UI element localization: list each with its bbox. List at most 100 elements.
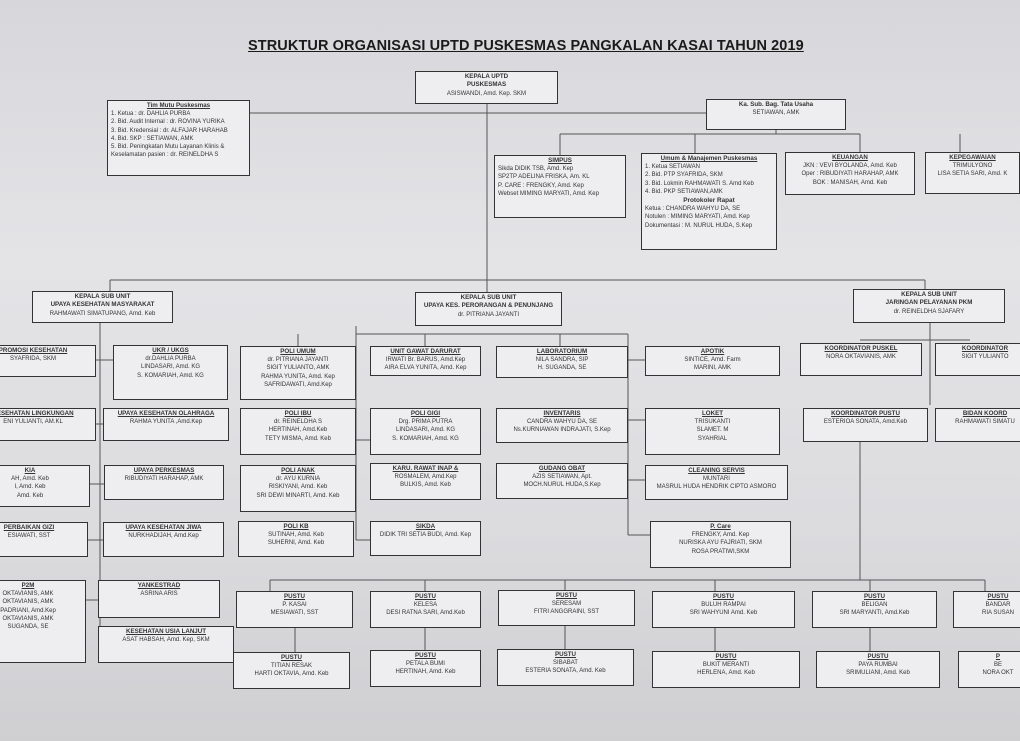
box-header: UKR / UKGS — [152, 347, 189, 354]
box-header: INVENTARIS — [543, 410, 581, 417]
box-text: BULUH RAMPAI — [701, 602, 746, 609]
box-text: SLAMET. M — [696, 427, 729, 434]
umum-row: 1. Ketua SETIAWAN — [645, 164, 700, 171]
box-header: POLI IBU — [284, 410, 312, 417]
box-text: BULKIS, Amd. Keb — [400, 482, 451, 489]
sub-unit-name: RAHMAWATI SIMATUPANG, Amd. Keb — [49, 310, 156, 317]
box-text: OKTAVIANIS, AMK — [2, 591, 54, 598]
box-text: SIGIT YULIANTO, AMK — [266, 365, 330, 372]
sub-unit-title: UPAYA KES. PERORANGAN & PENUNJANG — [423, 302, 554, 310]
box-text: RIBUDIYATI HARAHAP, AMK — [124, 476, 204, 483]
box-header: UPAYA PERKESMAS — [133, 467, 195, 474]
box-text: ASRINA ARIS — [140, 591, 178, 598]
ukm-program-box: UPAYA PERKESMAS RIBUDIYATI HARAHAP, AMK — [104, 465, 224, 500]
box-text: AH, Amd. Keb — [11, 476, 49, 483]
box-text: MARINI, AMK — [693, 365, 731, 372]
box-header: KESEHATAN LINGKUNGAN — [0, 410, 74, 417]
page-title: STRUKTUR ORGANISASI UPTD PUSKESMAS PANGK… — [248, 38, 804, 54]
box-text: ENI YULIANTI, AM.KL — [3, 419, 63, 426]
box-text: OKTAVIANIS, AMK — [2, 599, 54, 606]
box-text: dr. PITRIANA JAYANTI — [267, 357, 329, 364]
box-text: NILA SANDRA, SIP — [535, 357, 589, 364]
box-header: PUSTU — [284, 593, 305, 600]
box-text: BELIGAN — [861, 602, 888, 609]
box-header: APOTIK — [700, 348, 725, 355]
kepegawaian-row: TRIMULYONO — [952, 163, 993, 170]
box-header: UPAYA KESEHATAN OLAHRAGA — [117, 410, 215, 417]
box-text: SRI MARYANTI, Amd.Keb — [839, 610, 910, 617]
protokoler-row: Dokumentasi : M. NURUL HUDA, S.Kep — [645, 222, 753, 229]
box-text: SINTICE, Amd. Farm — [684, 357, 741, 364]
box-header: LOKET — [702, 410, 723, 417]
box-header: SIKDA — [415, 523, 436, 530]
sub-unit-title: UPAYA KESEHATAN MASYARAKAT — [50, 301, 155, 309]
box-header: PUSTU — [715, 653, 737, 660]
box-header: PROMOSI KESEHATAN — [0, 347, 68, 354]
kepala-title-2: PUSKESMAS — [466, 81, 507, 89]
box-text: MESIAWATI, SST — [270, 610, 319, 617]
box-text: P. KASAI — [282, 602, 307, 609]
ukm-program-box: UPAYA KESEHATAN JIWA NURKHADIJAH, Amd.Kep — [103, 522, 224, 557]
box-header: PUSTU — [555, 651, 576, 658]
box-text: ESTERIOA SONATA, Amd.Keb — [823, 419, 908, 426]
box-text: DESI RATNA SARI, Amd.Keb — [386, 610, 465, 617]
box-text: PETALA BUMI — [406, 661, 445, 668]
box-text: RAHMAWATI SIMATU — [955, 419, 1015, 426]
box-text: SYAFRIDA, SKM — [10, 356, 56, 363]
keuangan-row: Oper : RIBUDIYATI HARAHAP, AMK — [801, 171, 899, 178]
box-text: NORA OKTAVIANIS, AMK — [826, 354, 896, 361]
box-text: SAFRIDAWATI, Amd.Kep — [264, 381, 332, 388]
box-header: UPAYA KESEHATAN JIWA — [125, 524, 202, 531]
box-text: MUNTARI — [703, 476, 730, 483]
box-text: RIA SUSAN — [981, 610, 1014, 617]
box-header: PUSTU — [987, 593, 1009, 600]
sub-unit-header: KEPALA SUB UNIT — [460, 294, 517, 301]
box-text: RISKIYANI, Amd. Keb — [268, 484, 328, 491]
simpus-row: Sikda DIDIK TSB, Amd. Kep — [498, 166, 574, 173]
tim-mutu-row: Keselamatan pasien : dr. REINELDHA S — [111, 151, 219, 158]
box-text: ROSMALEM, Amd.Kep — [394, 474, 457, 481]
simpus-row: SP2TP ADELINA FRISKA, Am. KL — [498, 174, 590, 181]
box-text: HERLENA, Amd. Keb — [697, 670, 755, 677]
box-header: PUSTU — [864, 593, 885, 600]
box-header: PUSTU — [281, 654, 302, 661]
box-text: OKTAVIANIS, AMK — [2, 615, 54, 622]
box-header: KOORDINATOR PUSKEL — [824, 345, 898, 352]
simpus-row: Webset MIMING MARYATI, Amd. Kep — [498, 190, 599, 197]
box-text: CANDRA WAHYU DA, SE — [526, 419, 598, 426]
box-text: PADRIANI, Amd.Kep — [0, 607, 56, 614]
box-text: NURKHADIJAH, Amd.Kep — [128, 533, 199, 540]
tim-mutu-header: Tim Mutu Puskesmas — [146, 102, 211, 109]
box-text: SRI WAHYUNI Amd. Keb — [689, 610, 758, 617]
box-header: KIA — [24, 467, 36, 474]
box-text: S. KOMARIAH, Amd. KG — [392, 435, 459, 442]
box-text: NURISKA AYU FAJRIATI, SKM — [679, 540, 762, 547]
